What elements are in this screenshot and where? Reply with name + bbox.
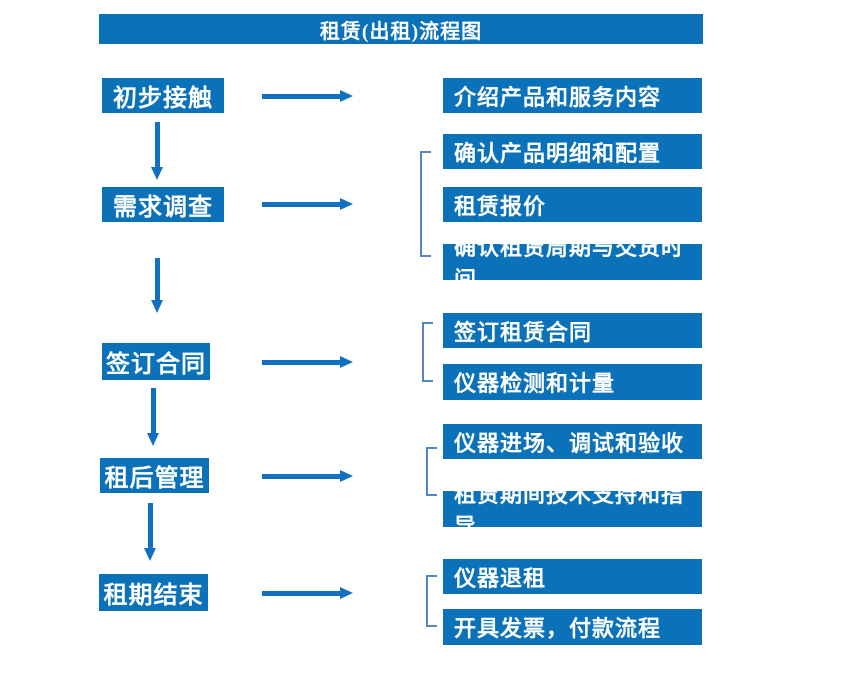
- down-arrow-icon-2: [151, 258, 163, 313]
- arrow-shaft: [150, 388, 156, 433]
- down-arrow-icon-3: [147, 388, 159, 446]
- down-arrow-icon-4: [144, 503, 156, 561]
- arrow-head: [340, 470, 353, 482]
- detail-box-instrument-setup-acceptance: 仪器进场、调试和验收: [443, 424, 702, 459]
- arrow-shaft: [262, 473, 340, 479]
- arrow-shaft: [262, 93, 340, 99]
- arrow-shaft: [147, 503, 153, 548]
- arrow-head: [340, 356, 353, 368]
- right-arrow-icon-3: [262, 356, 353, 368]
- step-box-sign-contract: 签订合同: [102, 343, 210, 380]
- right-arrow-icon-4: [262, 470, 353, 482]
- step-box-rental-end: 租期结束: [99, 574, 208, 611]
- flowchart-title: 租赁(出租)流程图: [99, 14, 703, 44]
- arrow-head: [151, 300, 163, 313]
- arrow-shaft: [262, 590, 340, 596]
- detail-box-invoice-payment: 开具发票，付款流程: [443, 609, 702, 645]
- detail-box-instrument-return: 仪器退租: [443, 559, 702, 594]
- detail-box-confirm-product-config: 确认产品明细和配置: [443, 134, 702, 169]
- arrow-shaft: [262, 359, 340, 365]
- arrow-shaft: [154, 122, 160, 167]
- detail-box-instrument-inspection: 仪器检测和计量: [443, 364, 702, 400]
- arrow-head: [151, 167, 163, 180]
- group-bracket-sign-contract: [422, 322, 433, 382]
- arrow-head: [340, 90, 353, 102]
- right-arrow-icon-5: [262, 587, 353, 599]
- detail-box-introduce-products: 介绍产品和服务内容: [443, 78, 702, 113]
- arrow-shaft: [154, 258, 160, 300]
- arrow-head: [144, 548, 156, 561]
- detail-box-rental-quote: 租赁报价: [443, 187, 702, 222]
- right-arrow-icon-2: [262, 198, 353, 210]
- group-bracket-rental-end: [426, 575, 437, 627]
- step-box-post-rental-management: 租后管理: [100, 458, 209, 493]
- detail-box-technical-support: 租赁期间技术支持和指导: [443, 482, 702, 539]
- group-bracket-post-rental: [426, 447, 437, 496]
- step-box-initial-contact: 初步接触: [102, 78, 224, 113]
- right-arrow-icon-1: [262, 90, 353, 102]
- arrow-head: [340, 587, 353, 599]
- step-box-demand-survey: 需求调查: [102, 187, 224, 222]
- arrow-shaft: [262, 201, 340, 207]
- down-arrow-icon-1: [151, 122, 163, 180]
- group-bracket-demand-survey: [420, 151, 431, 257]
- arrow-head: [340, 198, 353, 210]
- detail-box-sign-rental-contract: 签订租赁合同: [443, 313, 702, 348]
- detail-box-confirm-period-delivery: 确认租赁周期与交货时间: [443, 235, 702, 292]
- arrow-head: [147, 433, 159, 446]
